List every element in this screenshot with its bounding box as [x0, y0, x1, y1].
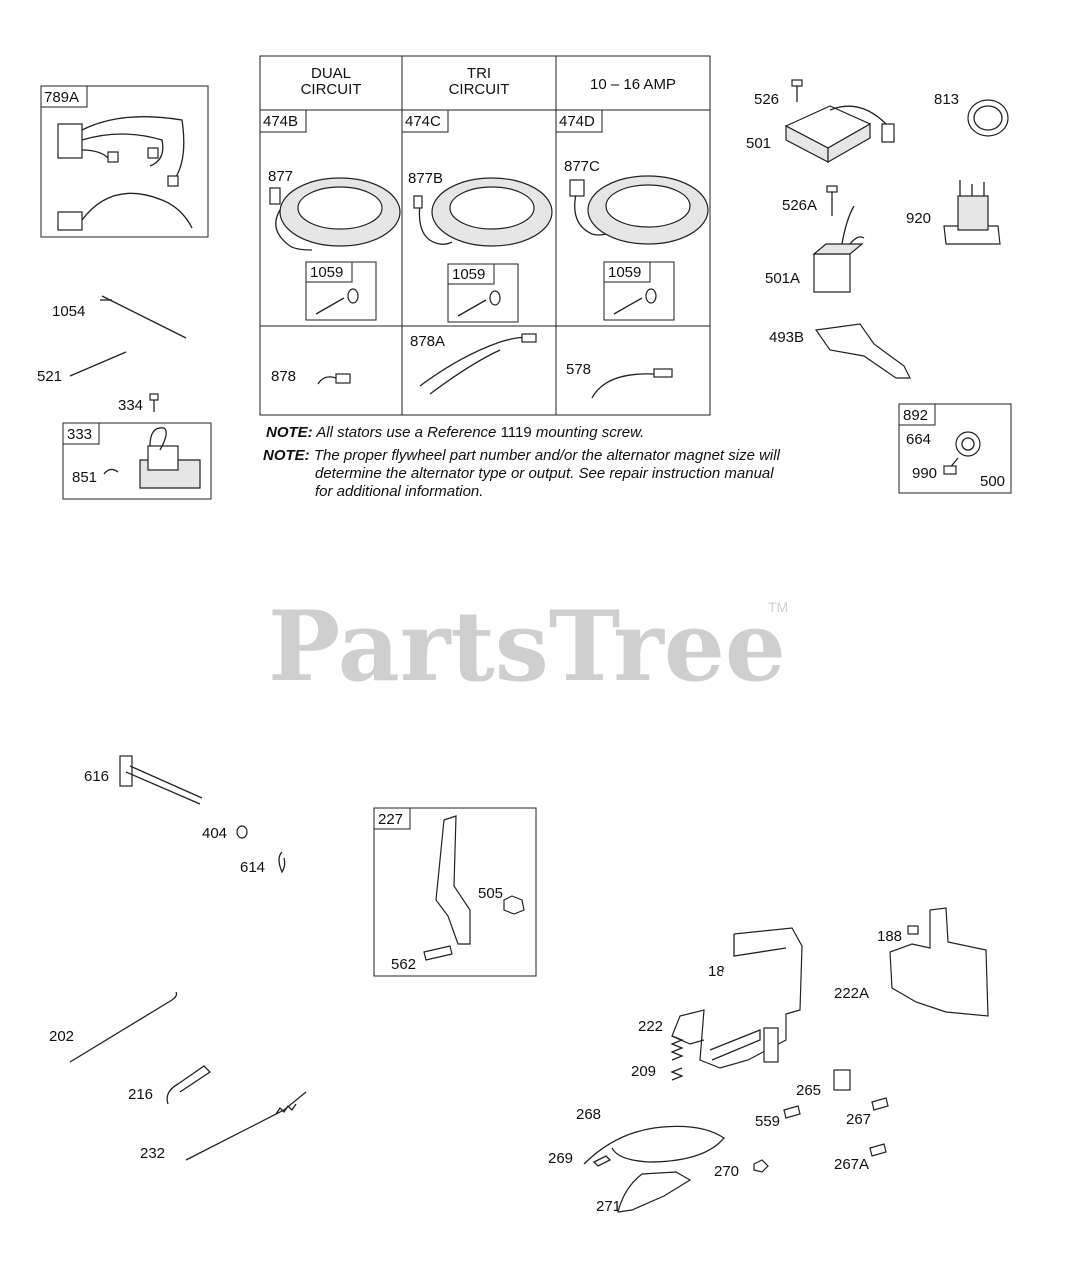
clamp-813: 813	[934, 91, 1009, 137]
stator-ring-icon	[413, 177, 553, 247]
label-616[interactable]: 616	[84, 768, 109, 785]
bracket-493B: 493B	[769, 323, 911, 379]
note-2-line-3: for additional information.	[315, 483, 484, 500]
shaft-616: 616	[84, 755, 203, 805]
control-bracket-assembly: 188 188 222 222A 209 265 268 559 267 269…	[548, 907, 989, 1215]
kit-1059-a[interactable]: 1059	[310, 264, 343, 281]
label-892[interactable]: 892	[903, 407, 928, 424]
label-269[interactable]: 269	[548, 1150, 573, 1167]
rectifier-501: 526 501	[746, 79, 895, 164]
note-1: NOTE: All stators use a Reference 1119 m…	[266, 424, 806, 442]
label-878[interactable]: 878	[271, 368, 296, 385]
label-851[interactable]: 851	[72, 469, 97, 486]
watermark-text: PartsTree	[268, 590, 786, 703]
solenoid-920: 920	[906, 180, 1001, 245]
note-2-line-1: The proper flywheel part number and/or t…	[313, 447, 780, 464]
header-dual-2: CIRCUIT	[301, 81, 362, 98]
label-877C[interactable]: 877C	[564, 158, 600, 175]
label-877[interactable]: 877	[268, 168, 293, 185]
note-2: NOTE: The proper flywheel part number an…	[263, 447, 823, 465]
label-578[interactable]: 578	[566, 361, 591, 378]
kit-1059-b[interactable]: 1059	[452, 266, 485, 283]
regulator-501A: 526A 501A	[765, 185, 865, 293]
note-1-ref: 1119	[500, 424, 532, 441]
label-265[interactable]: 265	[796, 1082, 821, 1099]
rod-521: 521	[37, 351, 127, 385]
label-222[interactable]: 222	[638, 1018, 663, 1035]
label-493B[interactable]: 493B	[769, 329, 804, 346]
label-334[interactable]: 334	[118, 397, 143, 414]
stator-ring-icon	[569, 175, 709, 245]
ref-474C[interactable]: 474C	[405, 113, 441, 130]
label-521[interactable]: 521	[37, 368, 62, 385]
label-232[interactable]: 232	[140, 1145, 165, 1162]
header-tri-2: CIRCUIT	[449, 81, 510, 98]
label-877B[interactable]: 877B	[408, 170, 443, 187]
washer-404: 404	[202, 825, 248, 842]
label-267A[interactable]: 267A	[834, 1156, 869, 1173]
header-dual-1: DUAL	[311, 65, 351, 82]
label-813[interactable]: 813	[934, 91, 959, 108]
watermark: PartsTree TM	[268, 590, 788, 703]
note-2-label: NOTE:	[263, 447, 310, 464]
lever-227: 227 505 562	[373, 807, 537, 977]
harness-789A: 789A	[40, 85, 209, 238]
label-216[interactable]: 216	[128, 1086, 153, 1103]
watermark-tm: TM	[768, 599, 788, 615]
kit-1059-c[interactable]: 1059	[608, 264, 641, 281]
label-789A[interactable]: 789A	[44, 89, 79, 106]
label-559[interactable]: 559	[755, 1113, 780, 1130]
label-404[interactable]: 404	[202, 825, 227, 842]
label-222A[interactable]: 222A	[834, 985, 869, 1002]
ref-474D[interactable]: 474D	[559, 113, 595, 130]
label-526[interactable]: 526	[754, 91, 779, 108]
label-526A[interactable]: 526A	[782, 197, 817, 214]
label-664[interactable]: 664	[906, 431, 931, 448]
header-amp: 10 – 16 AMP	[590, 76, 676, 93]
note-1-tail: mounting screw.	[535, 424, 645, 441]
label-270[interactable]: 270	[714, 1163, 739, 1180]
label-500[interactable]: 500	[980, 473, 1005, 490]
label-505[interactable]: 505	[478, 885, 503, 902]
stator-table: DUAL CIRCUIT TRI CIRCUIT 10 – 16 AMP 474…	[259, 55, 711, 416]
header-tri-1: TRI	[467, 65, 491, 82]
spring-link-232: 232	[140, 1091, 307, 1162]
label-202[interactable]: 202	[49, 1028, 74, 1045]
note-1-text: All stators use a Reference	[316, 424, 497, 441]
label-614[interactable]: 614	[240, 859, 265, 876]
key-switch-892: 892 664 990 500	[898, 403, 1012, 494]
note-2-line-2: determine the alternator type or output.…	[315, 465, 774, 482]
label-209[interactable]: 209	[631, 1063, 656, 1080]
pin-614: 614	[240, 851, 286, 876]
label-267[interactable]: 267	[846, 1111, 871, 1128]
note-1-label: NOTE:	[266, 424, 313, 441]
label-268[interactable]: 268	[576, 1106, 601, 1123]
label-271[interactable]: 271	[596, 1198, 621, 1215]
label-333[interactable]: 333	[67, 426, 92, 443]
label-878A[interactable]: 878A	[410, 333, 445, 350]
label-227[interactable]: 227	[378, 811, 403, 828]
stator-ring-icon	[269, 177, 401, 251]
label-562[interactable]: 562	[391, 956, 416, 973]
screw-334: 334	[118, 393, 159, 414]
label-501[interactable]: 501	[746, 135, 771, 152]
link-216: 216	[128, 1065, 212, 1105]
label-990[interactable]: 990	[912, 465, 937, 482]
label-1054[interactable]: 1054	[52, 303, 85, 320]
label-188-b[interactable]: 188	[877, 928, 902, 945]
tie-strap-1054: 1054	[52, 295, 187, 339]
link-202: 202	[49, 991, 178, 1063]
label-920[interactable]: 920	[906, 210, 931, 227]
ref-474B[interactable]: 474B	[263, 113, 298, 130]
label-501A[interactable]: 501A	[765, 270, 800, 287]
armature-333: 333 851	[62, 422, 212, 500]
